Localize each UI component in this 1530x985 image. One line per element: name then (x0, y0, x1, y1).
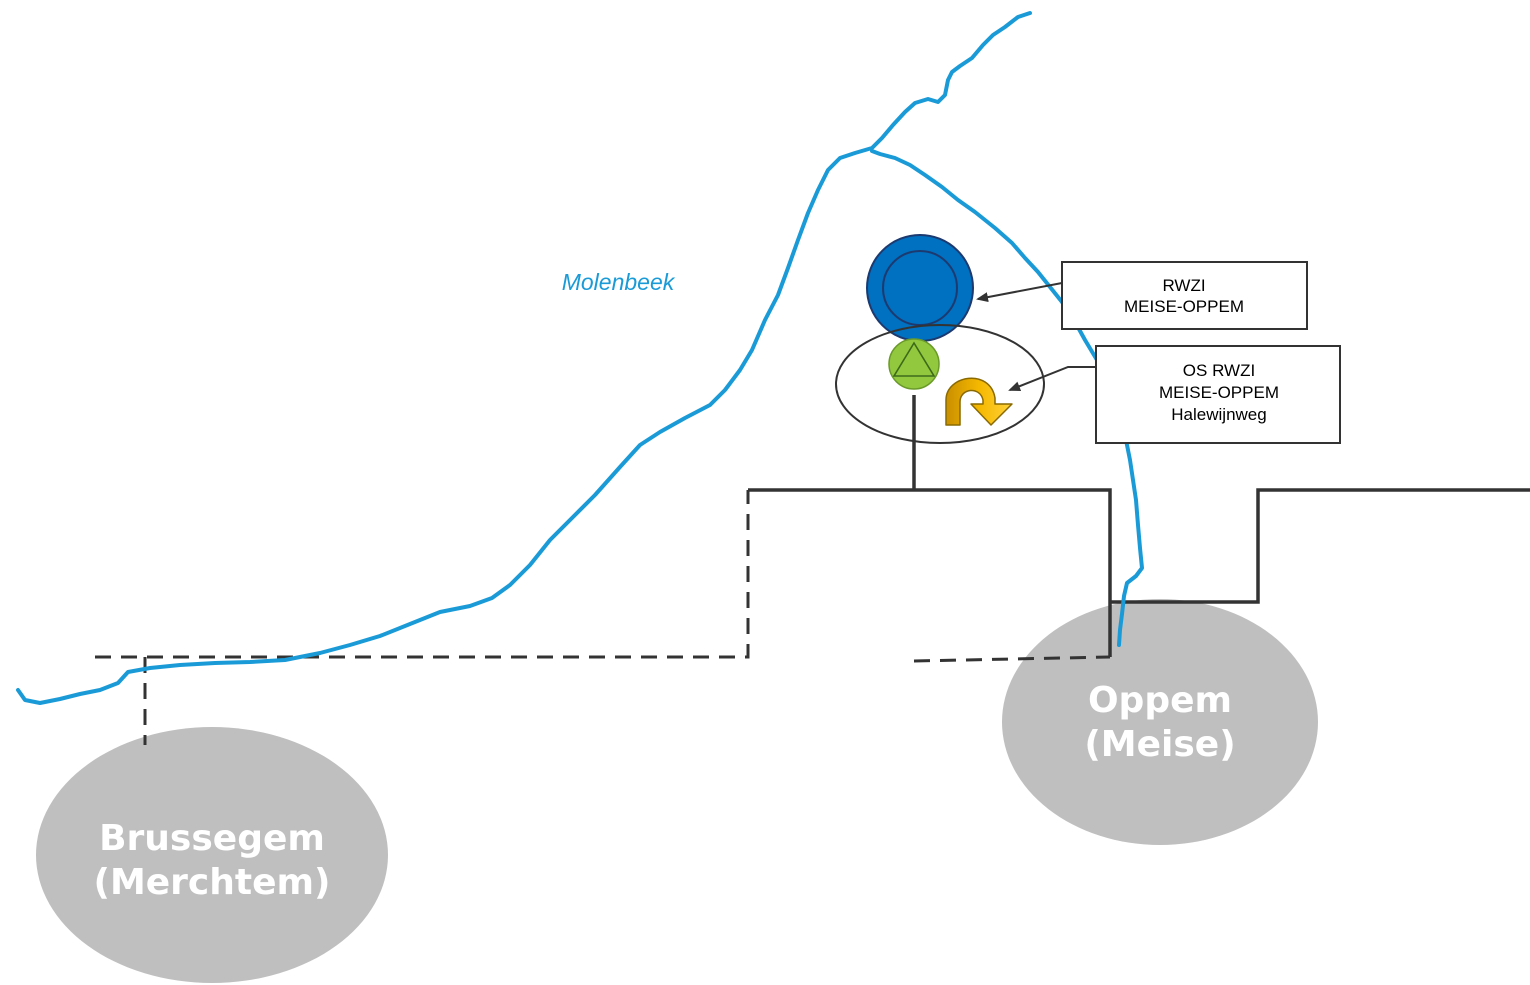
town-brussegem-shape (36, 727, 388, 983)
town-oppem-line2: (Meise) (1084, 724, 1235, 765)
rwzi-callout-line1: RWZI (1162, 276, 1205, 295)
river-label: Molenbeek (562, 269, 676, 295)
dashed-sewer-lines (95, 490, 1111, 745)
os-rwzi-callout-line2: MEISE-OPPEM (1159, 383, 1279, 402)
dashed-collector-west (95, 490, 750, 659)
rwzi-callout-pointer (976, 282, 1063, 303)
rwzi-callout-line2: MEISE-OPPEM (1124, 297, 1244, 316)
dashed-branch-oppem (913, 655, 1111, 663)
pump-triangle-icon (888, 338, 940, 390)
rwzi-callout-box: RWZI MEISE-OPPEM (1061, 261, 1308, 330)
curved-overflow-arrow-icon (945, 377, 1013, 426)
pumping-station-outline (835, 324, 1045, 444)
molenbeek-river (16, 11, 1144, 705)
river-branch (870, 149, 1144, 647)
town-brussegem-label: Brussegem (Merchtem) (93, 818, 330, 903)
town-oppem-label: Oppem (Meise) (1084, 680, 1235, 765)
town-brussegem-line2: (Merchtem) (93, 862, 330, 903)
os-rwzi-callout-box: OS RWZI MEISE-OPPEM Halewijnweg (1095, 345, 1341, 444)
solid-collector-east (1110, 488, 1530, 604)
river-main-course (16, 11, 1032, 705)
town-oppem-shape (1002, 599, 1318, 845)
os-rwzi-callout-line3: Halewijnweg (1171, 405, 1266, 424)
town-oppem-line1: Oppem (1088, 680, 1232, 721)
solid-sewer-lines (748, 395, 1530, 657)
os-rwzi-callout-line1: OS RWZI (1183, 361, 1255, 380)
town-brussegem-line1: Brussegem (99, 818, 325, 859)
os-rwzi-callout-pointer (1008, 366, 1096, 391)
